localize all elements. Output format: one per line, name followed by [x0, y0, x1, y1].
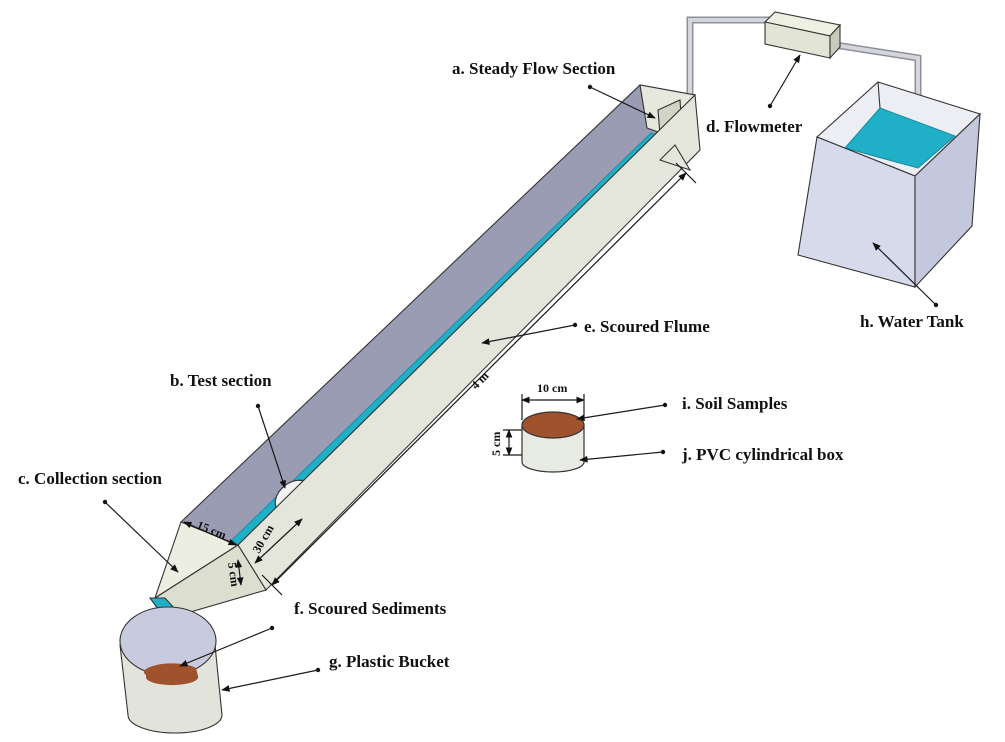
- dim-sample-height: 5 cm: [489, 432, 503, 456]
- label-scoured-sediments: f. Scoured Sediments: [294, 599, 447, 618]
- water-tank: [797, 81, 982, 289]
- dim-sample-diameter: 10 cm: [537, 381, 567, 395]
- label-soil-samples: i. Soil Samples: [682, 394, 788, 413]
- label-flowmeter: d. Flowmeter: [706, 117, 803, 136]
- label-collection-section: c. Collection section: [18, 469, 163, 488]
- label-water-tank: h. Water Tank: [860, 312, 964, 331]
- flowmeter: [763, 11, 842, 60]
- flume-channel: [180, 84, 701, 591]
- label-scoured-flume: e. Scoured Flume: [584, 317, 710, 336]
- label-steady-flow-section: a. Steady Flow Section: [452, 59, 616, 78]
- label-test-section: b. Test section: [170, 371, 272, 390]
- dimension-lines: [183, 162, 697, 596]
- label-plastic-bucket: g. Plastic Bucket: [329, 652, 450, 671]
- dim-collection-depth: 5 cm: [225, 561, 242, 587]
- leader-lines: [102, 54, 939, 692]
- label-pvc-cylindrical-box: j. PVC cylindrical box: [681, 445, 844, 464]
- soil-sample-cylinder: [521, 411, 585, 473]
- plastic-bucket: [119, 606, 223, 734]
